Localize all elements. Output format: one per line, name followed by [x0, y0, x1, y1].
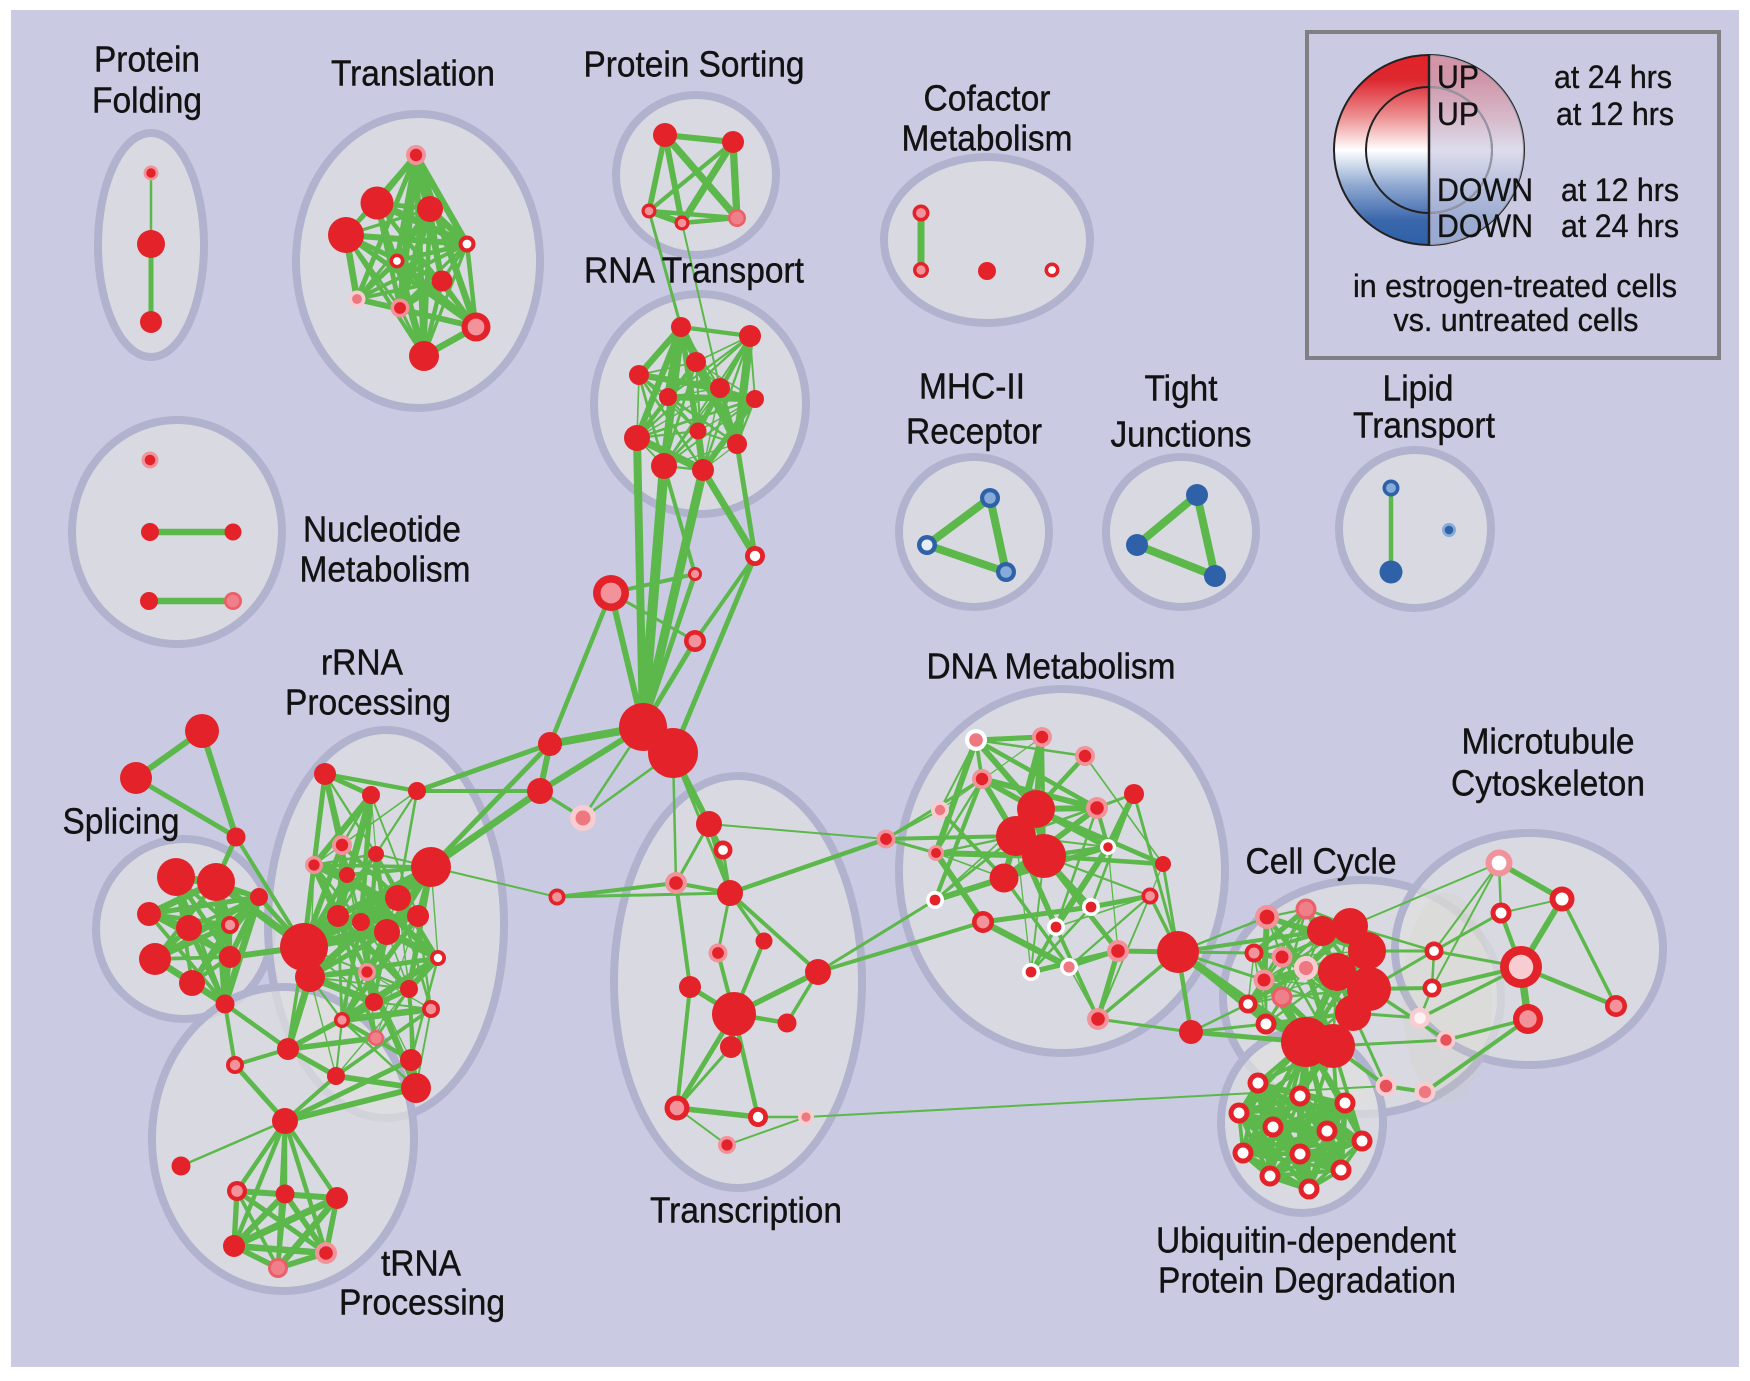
svg-text:Nucleotide: Nucleotide: [303, 509, 461, 550]
svg-text:rRNA: rRNA: [321, 642, 403, 683]
svg-text:vs. untreated cells: vs. untreated cells: [1394, 302, 1639, 338]
svg-text:Processing: Processing: [285, 682, 451, 723]
svg-text:DOWN: DOWN: [1437, 172, 1533, 208]
svg-text:Protein: Protein: [94, 39, 200, 80]
svg-text:Cofactor: Cofactor: [924, 78, 1051, 119]
svg-text:MHC-II: MHC-II: [919, 366, 1025, 407]
svg-text:in estrogen-treated cells: in estrogen-treated cells: [1353, 268, 1677, 304]
svg-text:at 12 hrs: at 12 hrs: [1561, 172, 1679, 208]
svg-text:UP: UP: [1437, 96, 1479, 132]
svg-text:Lipid: Lipid: [1383, 368, 1454, 409]
svg-text:Folding: Folding: [92, 80, 202, 121]
svg-text:Cell Cycle: Cell Cycle: [1246, 841, 1397, 882]
svg-text:Metabolism: Metabolism: [902, 118, 1073, 159]
svg-text:Transcription: Transcription: [650, 1190, 842, 1231]
svg-text:DOWN: DOWN: [1437, 208, 1533, 244]
svg-text:Protein Degradation: Protein Degradation: [1158, 1260, 1456, 1301]
svg-text:Splicing: Splicing: [63, 801, 180, 842]
svg-text:at 12 hrs: at 12 hrs: [1556, 96, 1674, 132]
svg-text:Microtubule: Microtubule: [1462, 721, 1635, 762]
svg-text:DNA Metabolism: DNA Metabolism: [927, 646, 1176, 687]
svg-text:Tight: Tight: [1145, 368, 1218, 409]
svg-text:Junctions: Junctions: [1111, 414, 1252, 455]
svg-text:UP: UP: [1437, 59, 1479, 95]
svg-text:Cytoskeleton: Cytoskeleton: [1451, 763, 1645, 804]
svg-text:Processing: Processing: [339, 1282, 505, 1323]
svg-text:tRNA: tRNA: [381, 1243, 461, 1284]
svg-text:Metabolism: Metabolism: [300, 549, 471, 590]
svg-text:at 24 hrs: at 24 hrs: [1554, 59, 1672, 95]
svg-text:Translation: Translation: [331, 53, 495, 94]
svg-text:Protein Sorting: Protein Sorting: [584, 44, 805, 85]
svg-text:Receptor: Receptor: [906, 411, 1042, 452]
svg-text:Ubiquitin-dependent: Ubiquitin-dependent: [1156, 1220, 1456, 1261]
svg-text:at 24 hrs: at 24 hrs: [1561, 208, 1679, 244]
svg-text:RNA Transport: RNA Transport: [584, 250, 804, 291]
svg-text:Transport: Transport: [1353, 405, 1495, 446]
